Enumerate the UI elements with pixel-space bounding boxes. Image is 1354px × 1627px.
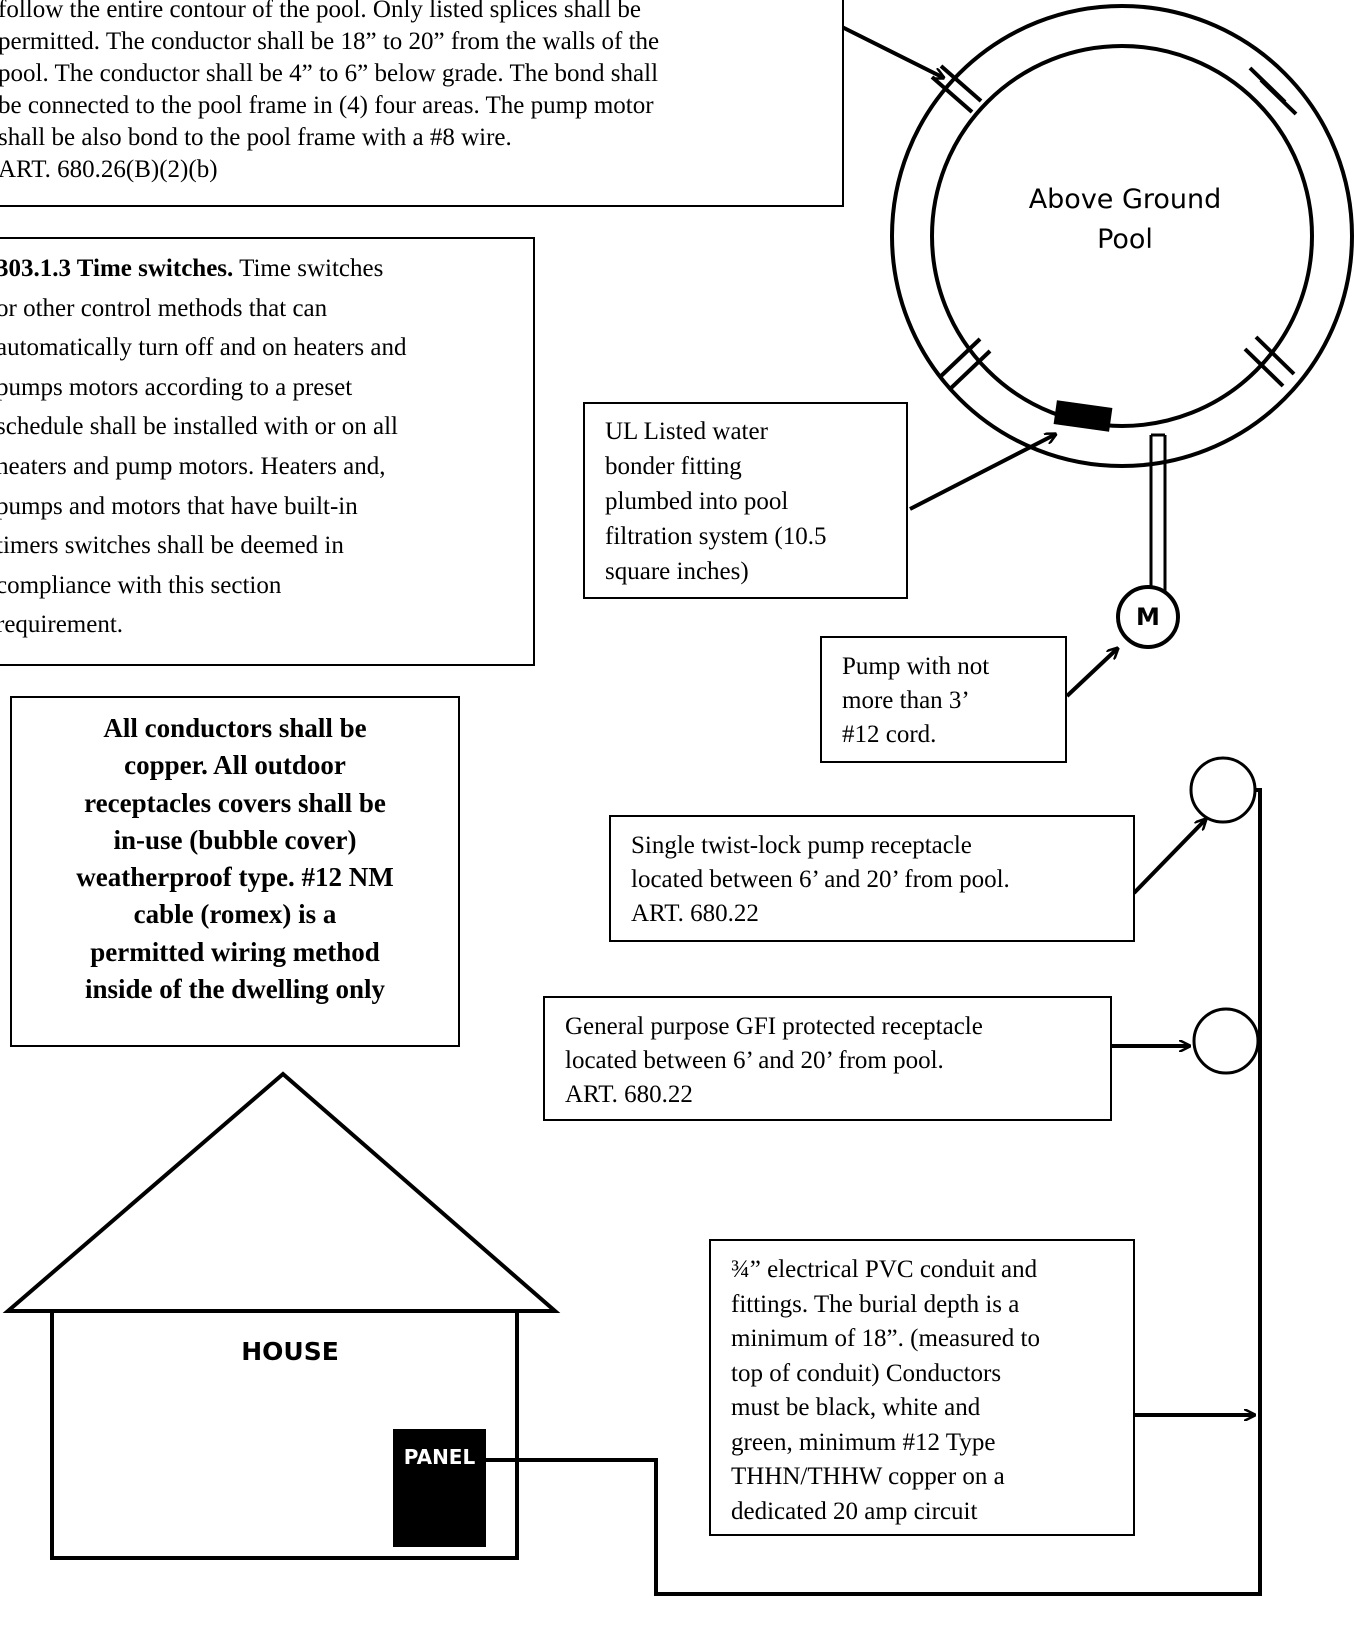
note-line: heaters and pump motors. Heaters and,	[0, 452, 386, 480]
conduit-run	[484, 788, 1262, 1596]
arrow-twist-lock	[1132, 819, 1206, 895]
note-line: ¾” electrical PVC conduit and	[731, 1256, 1038, 1283]
copper-note: All conductors shall be copper. All outd…	[10, 696, 460, 1047]
note-line: bonder fitting	[605, 453, 742, 480]
note-line: dedicated 20 amp circuit	[731, 1497, 978, 1525]
house-roof	[2, 1071, 561, 1313]
note-line: follow the entire contour of the pool. O…	[0, 0, 641, 23]
note-line: ART. 680.26(B)(2)(b)	[0, 156, 218, 183]
conduit-note: ¾” electrical PVC conduit and fittings. …	[709, 1239, 1135, 1536]
arrow-bonding-note	[839, 24, 944, 80]
note-line: All conductors shall be	[103, 713, 367, 743]
twist-lock-receptacle	[1189, 756, 1257, 824]
note-line: square inches)	[605, 558, 749, 585]
note-line: copper. All outdoor	[124, 750, 346, 781]
motor-symbol: M	[1136, 603, 1160, 631]
house-walls	[50, 1311, 519, 1560]
note-line: permitted wiring method	[90, 936, 380, 967]
water-bonder-fitting	[1053, 400, 1113, 432]
note-line: in-use (bubble cover)	[113, 824, 357, 855]
time-switch-heading: 303.1.3 Time switches.	[0, 255, 234, 282]
arrow-pump-note	[1065, 648, 1118, 698]
bond-mark-upper-left	[939, 64, 983, 103]
pump-note: Pump with not more than 3’ #12 cord.	[820, 636, 1067, 763]
pool-label: Above Ground Pool	[1000, 180, 1250, 260]
note-line: top of conduit) Conductors	[731, 1359, 1002, 1387]
note-line: General purpose GFI protected receptacle	[565, 1013, 983, 1040]
note-line: filtration system (10.5	[605, 523, 827, 550]
note-line: pool. The conductor shall be 4” to 6” be…	[0, 60, 659, 87]
note-line: weatherproof type. #12 NM	[76, 862, 394, 893]
pump-pipe	[1149, 433, 1167, 594]
pool-label-line: Above Ground	[1028, 184, 1222, 215]
note-line: inside of the dwelling only	[84, 974, 386, 1005]
note-line: 303.1.3 Time switches. Time switches	[0, 249, 533, 289]
note-line: receptacles covers shall be	[84, 787, 386, 818]
note-line: automatically turn off and on heaters an…	[0, 334, 407, 362]
note-line: Pump with not	[842, 653, 990, 680]
note-line: Single twist-lock pump receptacle	[631, 832, 972, 859]
note-line: pumps motors according to a preset	[0, 373, 353, 401]
note-line: green, minimum #12 Type	[731, 1428, 996, 1456]
bond-marks	[930, 64, 1298, 391]
note-line: requirement.	[0, 611, 124, 639]
note-line: schedule shall be installed with or on a…	[0, 413, 398, 441]
arrow-water-bonder	[909, 432, 1056, 511]
note-text: Time switches	[233, 255, 384, 282]
note-line: plumbed into pool	[605, 488, 789, 515]
note-line: #12 cord.	[842, 721, 937, 748]
note-line: shall be also bond to the pool frame wit…	[0, 124, 512, 151]
pool-inner-ring	[930, 44, 1314, 428]
bond-mark-lower-right	[1254, 335, 1296, 376]
pool-label-line: Pool	[1097, 224, 1153, 255]
note-line: ART. 680.22	[565, 1081, 693, 1108]
pool-outer-ring	[890, 4, 1354, 468]
bond-mark-lower-left	[948, 349, 992, 391]
bond-mark-lower-left	[938, 337, 982, 379]
note-line: cable (romex) is a	[133, 899, 337, 930]
bonding-note: follow the entire contour of the pool. O…	[0, 0, 844, 207]
note-line: permitted. The conductor shall be 18” to…	[0, 28, 660, 55]
time-switch-note: 303.1.3 Time switches. Time switches or …	[0, 237, 535, 666]
note-line: located between 6’ and 20’ from pool.	[565, 1047, 944, 1074]
water-bonder-note: UL Listed water bonder fitting plumbed i…	[583, 402, 908, 599]
note-line: pumps and motors that have built-in	[0, 492, 358, 520]
note-line: THHN/THHW copper on a	[731, 1463, 1005, 1490]
gfi-note: General purpose GFI protected receptacle…	[543, 996, 1112, 1121]
note-line: timers switches shall be deemed in	[0, 532, 344, 560]
bond-mark-upper-right	[1259, 78, 1298, 116]
note-line: UL Listed water	[605, 418, 768, 445]
note-line: minimum of 18”. (measured to	[731, 1325, 1040, 1352]
note-line: or other control methods that can	[0, 294, 328, 322]
note-line: ART. 680.22	[631, 900, 759, 927]
twist-lock-note: Single twist-lock pump receptacle locate…	[609, 815, 1135, 942]
gfi-receptacle	[1192, 1007, 1260, 1075]
note-line: more than 3’	[842, 687, 970, 714]
house-label: HOUSE	[241, 1337, 339, 1366]
bond-mark-lower-right	[1243, 347, 1285, 388]
pump-motor	[1116, 585, 1180, 649]
note-line: fittings. The burial depth is a	[731, 1290, 1020, 1318]
bond-mark-upper-left	[930, 75, 974, 114]
note-line: located between 6’ and 20’ from pool.	[631, 866, 1010, 893]
panel-label: PANEL	[403, 1445, 476, 1469]
note-line: be connected to the pool frame in (4) fo…	[0, 92, 654, 119]
note-line: must be black, white and	[731, 1394, 981, 1421]
note-line: compliance with this section	[0, 571, 282, 599]
electrical-panel	[393, 1429, 486, 1547]
